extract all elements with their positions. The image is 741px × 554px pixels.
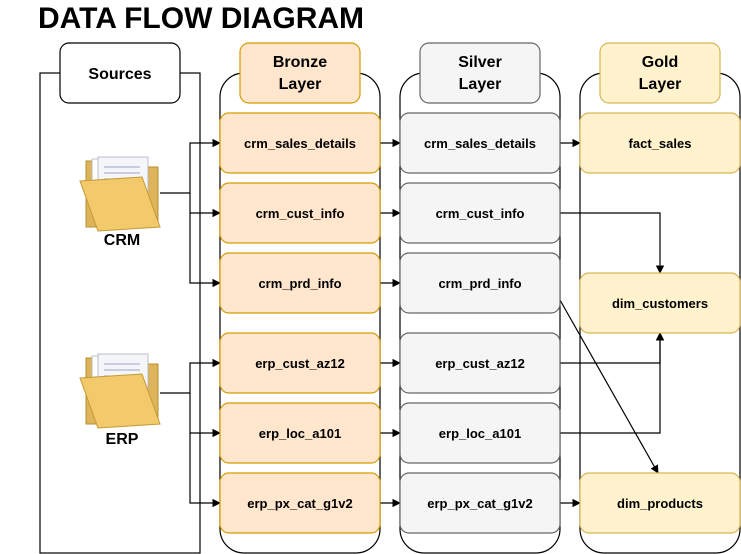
- connector-erp-to-bronze-px: [189, 433, 221, 508]
- gold-table-box: [579, 112, 741, 174]
- bronze-table-box: [219, 112, 381, 174]
- sources-header: Sources: [88, 66, 151, 83]
- bronze-table-box: [219, 332, 381, 394]
- silver-table-box: [399, 472, 561, 534]
- connector-crm-to-bronze-prd: [189, 213, 221, 288]
- bronze-table-label: crm_prd_info: [258, 276, 341, 291]
- silver-table-label: erp_px_cat_g1v2: [427, 496, 533, 511]
- bronze-table-erp-cust-az12: erp_cust_az12: [219, 332, 381, 394]
- gold-table-label: fact_sales: [629, 136, 692, 151]
- connector-silver-cust-az12-to-dim-customers: [560, 332, 665, 364]
- silver-table-box: [399, 402, 561, 464]
- silver-table-label: crm_prd_info: [438, 276, 521, 291]
- connector-erp-to-bronze-loc: [189, 393, 221, 438]
- sources-container: [39, 72, 201, 554]
- bronze-table-crm-cust-info: crm_cust_info: [219, 182, 381, 244]
- bronze-layer-title-line1: Bronze: [273, 54, 327, 71]
- bronze-layer-title-line2: Layer: [279, 76, 322, 93]
- folder-icon: [79, 156, 161, 232]
- gold-layer-title-line1: Gold: [642, 54, 678, 71]
- bronze-table-erp-px-cat-g1v2: erp_px_cat_g1v2: [219, 472, 381, 534]
- source-label-crm: CRM: [104, 232, 140, 249]
- bronze-tables: crm_sales_details crm_cust_info crm_prd_in…: [219, 112, 381, 534]
- bronze-table-crm-sales-details: crm_sales_details: [219, 112, 381, 174]
- silver-tables: crm_sales_details crm_cust_info crm_prd_in…: [399, 112, 561, 534]
- folder-icon: [79, 353, 161, 429]
- silver-table-erp-loc-a101: erp_loc_a101: [399, 402, 561, 464]
- connector-silver-loc-to-dim-customers: [560, 332, 665, 434]
- bronze-table-box: [219, 402, 381, 464]
- silver-table-crm-prd-info: crm_prd_info: [399, 252, 561, 314]
- gold-table-dim-products: dim_products: [579, 472, 741, 534]
- bronze-table-crm-prd-info: crm_prd_info: [219, 252, 381, 314]
- connector-crm-to-bronze-sales: [160, 138, 221, 194]
- source-label-erp: ERP: [106, 431, 139, 448]
- gold-table-label: dim_customers: [612, 296, 708, 311]
- connector-silver-prd-info-to-dim-products: [559, 299, 659, 474]
- silver-table-crm-sales-details: crm_sales_details: [399, 112, 561, 174]
- bronze-layer-header-box: [239, 42, 361, 104]
- silver-table-label: erp_loc_a101: [439, 426, 521, 441]
- silver-table-box: [399, 182, 561, 244]
- silver-layer-header-box: [419, 42, 541, 104]
- gold-table-box: [579, 272, 741, 334]
- bronze-table-label: erp_cust_az12: [255, 356, 345, 371]
- gold-table-dim-customers: dim_customers: [579, 272, 741, 334]
- gold-table-label: dim_products: [617, 496, 703, 511]
- bronze-table-erp-loc-a101: erp_loc_a101: [219, 402, 381, 464]
- silver-table-erp-cust-az12: erp_cust_az12: [399, 332, 561, 394]
- bronze-table-label: erp_loc_a101: [259, 426, 341, 441]
- bronze-table-label: erp_px_cat_g1v2: [247, 496, 353, 511]
- gold-layer-title-line2: Layer: [639, 76, 682, 93]
- gold-layer-header-box: [599, 42, 721, 104]
- bronze-table-box: [219, 252, 381, 314]
- diagram-title: DATA FLOW DIAGRAM: [38, 2, 364, 35]
- silver-table-box: [399, 252, 561, 314]
- silver-table-box: [399, 112, 561, 174]
- sources-header-box: [59, 42, 181, 104]
- silver-table-label: crm_sales_details: [424, 136, 536, 151]
- silver-table-label: erp_cust_az12: [435, 356, 525, 371]
- silver-table-crm-cust-info: crm_cust_info: [399, 182, 561, 244]
- gold-tables: fact_sales dim_customers dim_products: [579, 112, 741, 534]
- silver-layer-title-line2: Layer: [459, 76, 502, 93]
- silver-table-label: crm_cust_info: [436, 206, 525, 221]
- bronze-table-box: [219, 472, 381, 534]
- silver-table-erp-px-cat-g1v2: erp_px_cat_g1v2: [399, 472, 561, 534]
- silver-table-box: [399, 332, 561, 394]
- connector-silver-cust-info-to-dim-customers: [560, 212, 665, 274]
- gold-table-box: [579, 472, 741, 534]
- silver-layer-title-line1: Silver: [458, 54, 502, 71]
- gold-table-fact-sales: fact_sales: [579, 112, 741, 174]
- connector-erp-to-bronze-cust: [160, 358, 221, 394]
- bronze-table-label: crm_cust_info: [256, 206, 345, 221]
- connector-crm-to-bronze-cust: [189, 193, 221, 218]
- bronze-table-box: [219, 182, 381, 244]
- bronze-table-label: crm_sales_details: [244, 136, 356, 151]
